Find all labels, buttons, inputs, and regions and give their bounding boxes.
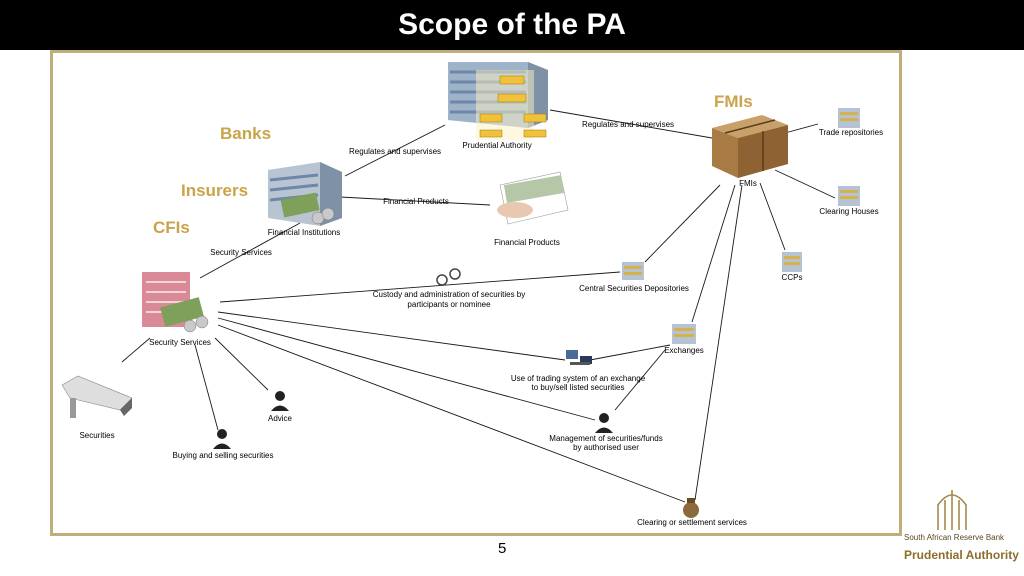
- connector-lines: [121, 109, 836, 503]
- trade-repositories-building-icon: [838, 108, 860, 128]
- fmis-package-icon: [712, 115, 788, 178]
- line-exchanges-management: [614, 349, 666, 411]
- label-fmis-box: FMIs: [739, 179, 757, 188]
- sarb-logo-icon: [937, 490, 967, 530]
- edge-label-management-line2: by authorised user: [573, 443, 639, 452]
- line-fmis-csd: [644, 184, 721, 263]
- financial-products-money-icon: [497, 171, 569, 225]
- line-ss-management: [217, 317, 596, 421]
- logo-subtitle: Prudential Authority: [904, 548, 1019, 562]
- line-fi-financial-products: [339, 196, 491, 206]
- label-advice: Advice: [267, 414, 293, 423]
- category-insurers: Insurers: [181, 181, 249, 200]
- security-services-document-icon: [142, 272, 209, 333]
- ccps-building-icon: [782, 252, 802, 272]
- line-pa-fmis: [549, 109, 713, 139]
- trading-computer-icon: [566, 350, 592, 365]
- label-financial-products: Financial Products: [494, 238, 560, 247]
- category-banks: Banks: [220, 124, 272, 143]
- label-security-services: Security Services: [149, 338, 211, 347]
- custody-handcuffs-icon: [436, 268, 461, 286]
- label-central-securities-depositories: Central Securities Depositories: [579, 284, 689, 293]
- line-ss-securities: [121, 337, 151, 363]
- line-exchanges-trading: [589, 344, 671, 361]
- label-trade-repositories: Trade repositories: [818, 128, 884, 137]
- label-financial-institutions: Financial Institutions: [267, 228, 341, 237]
- line-ss-csd: [219, 271, 621, 303]
- edge-label-trading-line1: Use of trading system of an exchange: [510, 374, 646, 383]
- label-buying-selling: Buying and selling securities: [172, 451, 274, 460]
- line-fmis-clearing-houses: [774, 169, 836, 199]
- edge-label-security-services: Security Services: [210, 248, 272, 257]
- authorised-user-person-icon: [595, 413, 613, 433]
- category-fmis: FMIs: [714, 92, 753, 111]
- securities-camera-icon: [61, 375, 133, 418]
- clearing-houses-building-icon: [838, 186, 860, 206]
- diagram-frame: [50, 50, 902, 536]
- slide-title: Scope of the PA: [0, 0, 1024, 50]
- exchanges-building-icon: [672, 324, 696, 344]
- clearing-money-bag-icon: [683, 498, 699, 518]
- line-ss-clearing: [217, 324, 686, 503]
- logo-name: South African Reserve Bank: [904, 533, 1005, 542]
- edge-label-regulates-left: Regulates and supervises: [348, 147, 442, 156]
- edge-label-custody-line1: Custody and administration of securities…: [372, 290, 526, 299]
- edge-label-financial-products: Financial Products: [383, 197, 449, 206]
- category-cfis: CFIs: [153, 218, 190, 237]
- line-fmis-exchanges: [691, 184, 736, 323]
- line-fmis-trade-repositories: [784, 123, 819, 134]
- label-securities: Securities: [79, 431, 115, 440]
- line-ss-trading: [217, 311, 566, 361]
- label-clearing-settlement: Clearing or settlement services: [637, 518, 747, 527]
- page-number: 5: [498, 540, 507, 557]
- advice-person-icon: [271, 391, 289, 411]
- label-ccps: CCPs: [781, 273, 803, 282]
- edge-label-custody-line2: participants or nominee: [407, 300, 491, 309]
- line-fmis-ccps: [759, 182, 786, 251]
- label-clearing-houses: Clearing Houses: [819, 207, 879, 216]
- line-ss-buying: [194, 344, 219, 431]
- line-fmis-clearing: [694, 184, 743, 501]
- prudential-authority-building-icon: [448, 62, 548, 140]
- label-prudential-authority: Prudential Authority: [462, 141, 532, 150]
- buying-selling-person-icon: [213, 429, 231, 449]
- edge-label-trading-line2: to buy/sell listed securities: [531, 383, 625, 392]
- csd-building-icon: [622, 262, 644, 280]
- financial-institutions-building-icon: [268, 162, 342, 226]
- edge-label-management-line1: Management of securities/funds: [549, 434, 663, 443]
- line-fi-security-services: [199, 222, 301, 279]
- line-ss-advice: [214, 337, 269, 391]
- edge-label-regulates-right: Regulates and supervises: [581, 120, 675, 129]
- line-pa-banks: [344, 124, 446, 177]
- label-exchanges: Exchanges: [664, 346, 704, 355]
